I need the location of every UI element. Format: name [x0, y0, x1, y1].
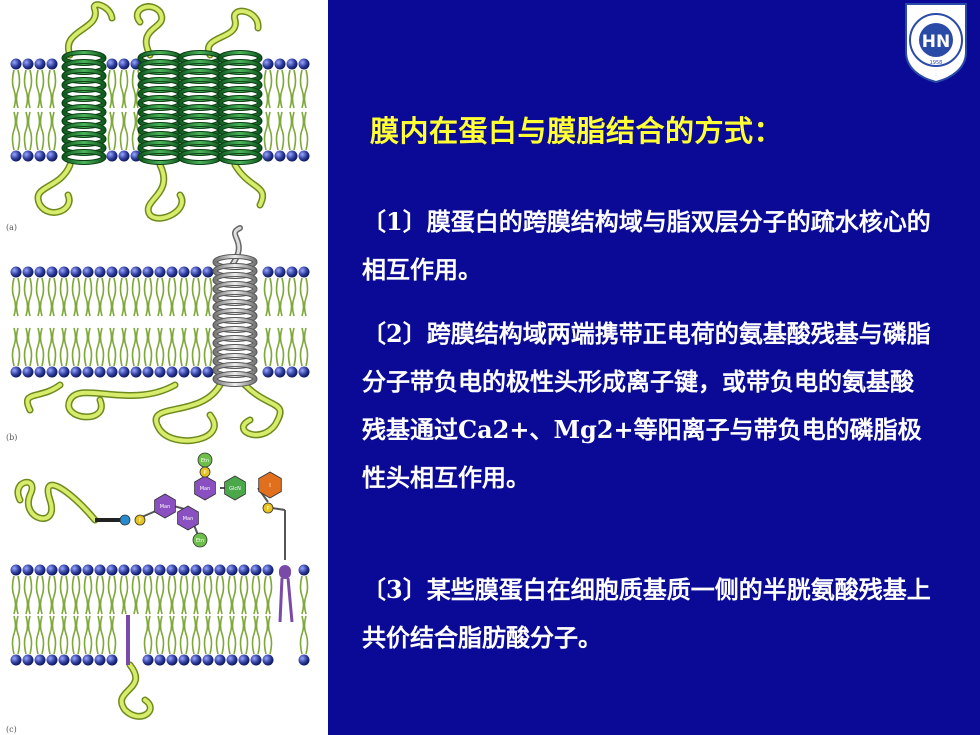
sugar-label: GlcN — [229, 486, 241, 492]
panel-label: (c) — [6, 725, 17, 734]
sugar-label: Etn — [201, 458, 209, 464]
sugar-residue: Man — [177, 505, 199, 531]
point-2-ions: Ca2+、Mg2+ — [458, 415, 634, 444]
logo-initials: HN — [922, 32, 950, 52]
sugar-label: I — [269, 483, 270, 489]
sugar-residue: Etn — [192, 532, 208, 548]
point-1-number: 1 — [386, 207, 403, 236]
point-2-text-a: 跨膜结构域两端携带正电荷的氨基酸残基与磷脂分子带负电的极性头形成离子键，或带负电… — [362, 320, 931, 444]
sugar-label: Man — [160, 504, 171, 510]
point-3-number: 3 — [386, 575, 403, 604]
point-1: 〔1〕膜蛋白的跨膜结构域与脂双层分子的疏水核心的相互作用。 — [362, 207, 931, 284]
sugar-residue: P — [199, 466, 211, 478]
slide-heading: 膜内在蛋白与膜脂结合的方式： — [370, 114, 784, 148]
sugar-label: Man — [200, 486, 211, 492]
sugar-label: P — [138, 518, 141, 524]
point-1-text: 膜蛋白的跨膜结构域与脂双层分子的疏水核心的相互作用。 — [362, 208, 931, 284]
sugar-label: P — [266, 506, 269, 512]
sugar-residue: Etn — [197, 452, 213, 468]
alpha-helix — [61, 50, 107, 165]
point-2: 〔2〕跨膜结构域两端携带正电荷的氨基酸残基与磷脂分子带负电的极性头形成离子键，或… — [362, 319, 931, 492]
sugar-label: P — [203, 470, 206, 476]
sugar-residue: P — [262, 502, 274, 514]
logo-year: 1958 — [930, 60, 943, 66]
sugar-residue: Man — [154, 493, 176, 519]
panel-label: (a) — [6, 223, 17, 232]
loop-a1 — [64, 1, 116, 59]
sugar-residue: P — [134, 514, 146, 526]
lipid-bilayer — [10, 564, 310, 666]
sugar-label: Man — [183, 516, 194, 522]
university-logo: HN 1958 — [905, 3, 967, 84]
content-panel: HN 1958 膜内在蛋白与膜脂结合的方式： 〔1〕膜蛋白的跨膜结构域与脂双层分… — [328, 0, 980, 735]
sugar-residue: GlcN — [224, 475, 246, 501]
alpha-helix — [212, 254, 258, 387]
alpha-helix — [217, 50, 263, 165]
point-3: 〔3〕某些膜蛋白在细胞质基质一侧的半胱氨酸残基上共价结合脂肪酸分子。 — [362, 575, 931, 652]
alpha-helix — [177, 50, 223, 165]
lipid-bilayer — [10, 58, 310, 162]
lipid-bilayer — [10, 266, 310, 378]
point-2-number: 2 — [386, 319, 403, 348]
panel-label: (b) — [6, 433, 17, 442]
sugar-residue: Man — [194, 475, 216, 501]
point-2-text-b: 等阳离子与带负电的磷脂极性头相互作用。 — [362, 416, 922, 492]
sugar-residue: I — [258, 471, 282, 499]
sugar-label: Etn — [196, 538, 204, 544]
point-3-text: 某些膜蛋白在细胞质基质一侧的半胱氨酸残基上共价结合脂肪酸分子。 — [362, 576, 931, 652]
alpha-helix — [137, 50, 183, 165]
